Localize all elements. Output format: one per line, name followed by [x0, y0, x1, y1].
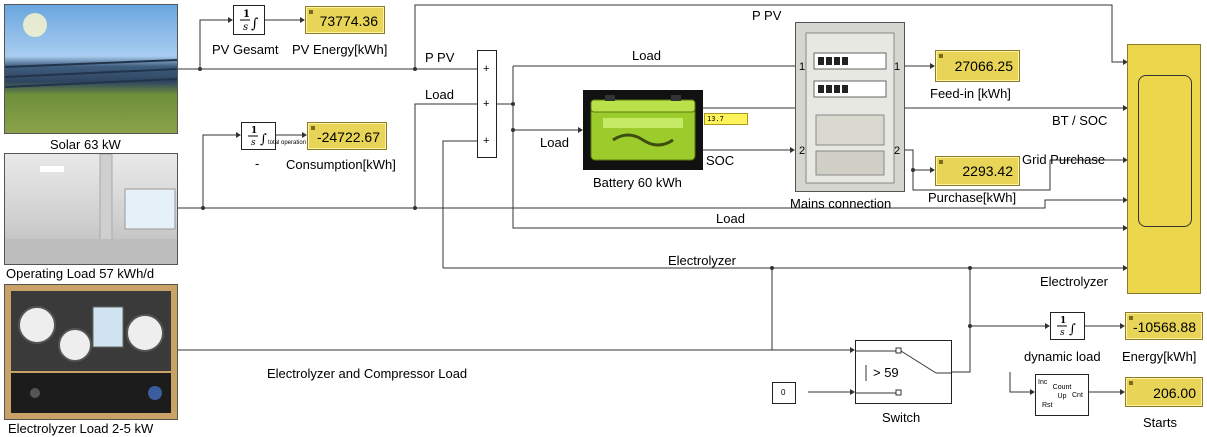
switch-block[interactable]: > 59 [855, 340, 952, 404]
sum-input-1: + [483, 63, 490, 75]
signal-grid-purchase: Grid Purchase [1022, 152, 1106, 167]
svg-text:∫: ∫ [260, 132, 267, 147]
mains-block[interactable]: 1 2 1 2 [795, 22, 905, 192]
svg-text:1: 1 [251, 126, 257, 136]
counter-rst: Rst [1042, 402, 1053, 409]
switch-icon [856, 347, 951, 396]
battery-port-soc: SOC [706, 153, 735, 168]
scope-screen-icon [1138, 75, 1192, 227]
switch-threshold: > 59 [873, 365, 899, 380]
operating-load-photo [4, 153, 178, 265]
mains-label: Mains connection [790, 196, 892, 211]
signal-load-mid: Load [716, 211, 745, 226]
mains-port-in2: 2 [799, 145, 806, 157]
svg-text:s: s [1060, 328, 1065, 338]
pv-energy-display: 73774.36 [305, 6, 385, 34]
signal-load-top: Load [632, 48, 661, 63]
consumption-display: -24722.67 [307, 122, 387, 150]
signal-bt-soc: BT / SOC [1052, 113, 1108, 128]
energy-display: -10568.88 [1125, 312, 1203, 340]
svg-text:s: s [251, 138, 256, 148]
signal-compressor-load: Electrolyzer and Compressor Load [267, 366, 468, 381]
starts-display: 206.00 [1125, 377, 1203, 407]
solar-photo [4, 4, 178, 134]
consumption-integrator-block[interactable]: 1 s ∫ [241, 122, 276, 150]
signal-p-pv-sum: P PV [425, 50, 455, 65]
svg-text:s: s [243, 22, 248, 33]
pv-energy-label: PV Energy[kWh] [292, 42, 388, 57]
sum-block[interactable]: + + + [477, 50, 497, 158]
switch-label: Switch [882, 410, 921, 425]
dynamic-integrator-label: dynamic load [1024, 349, 1101, 364]
mains-port-out1: 1 [894, 61, 901, 73]
counter-block[interactable]: Inc Rst Count Up Cnt [1035, 374, 1089, 416]
electrolyzer-photo [4, 284, 178, 420]
battery-icon [590, 95, 696, 161]
feed-in-label: Feed-in [kWh] [930, 86, 1011, 101]
energy-label: Energy[kWh] [1122, 349, 1197, 364]
signal-load-sum: Load [425, 87, 454, 102]
battery-block[interactable] [583, 90, 703, 170]
integrator-icon: 1 s ∫ [1057, 316, 1076, 338]
signal-p-pv-top: P PV [752, 8, 782, 23]
starts-label: Starts [1143, 415, 1177, 430]
battery-readout: 13.7 [704, 113, 748, 125]
sum-input-2: + [483, 98, 490, 110]
purchase-label: Purchase[kWh] [928, 190, 1017, 205]
svg-text:∫: ∫ [1069, 322, 1076, 337]
sum-input-3: + [483, 135, 490, 147]
operating-load-caption: Operating Load 57 kWh/d [6, 266, 155, 281]
svg-text:1: 1 [243, 9, 250, 20]
integrator-icon: 1 s ∫ [240, 9, 258, 33]
constant-block[interactable]: 0 [772, 382, 796, 404]
consumption-label: Consumption[kWh] [286, 157, 396, 172]
meter-icon [805, 32, 895, 184]
mains-port-out2: 2 [894, 145, 901, 157]
dynamic-integrator-block[interactable]: 1 s ∫ [1050, 312, 1085, 340]
constant-value: 0 [781, 388, 786, 397]
consumption-sublabel: total operation [268, 140, 307, 146]
svg-text:∫: ∫ [251, 16, 258, 32]
counter-cnt: Cnt [1072, 392, 1083, 399]
scope-block[interactable] [1127, 44, 1201, 294]
mains-port-in1: 1 [799, 61, 806, 73]
solar-caption: Solar 63 kW [50, 137, 121, 152]
pv-integrator-label: PV Gesamt [212, 42, 279, 57]
counter-title: Count Up [1052, 384, 1072, 400]
consumption-integrator-label: - [255, 156, 260, 171]
svg-text:1: 1 [1060, 316, 1066, 326]
pv-integrator-block[interactable]: 1 s ∫ [233, 5, 265, 35]
signal-electrolyzer-scope: Electrolyzer [1040, 274, 1108, 289]
signal-load-battery: Load [540, 135, 569, 150]
electrolyzer-caption: Electrolyzer Load 2-5 kW [8, 421, 154, 436]
feed-in-display: 27066.25 [935, 50, 1020, 82]
battery-label: Battery 60 kWh [593, 175, 682, 190]
purchase-display: 2293.42 [935, 156, 1020, 186]
signal-electrolyzer-mid: Electrolyzer [668, 253, 736, 268]
integrator-icon: 1 s ∫ [248, 126, 267, 148]
counter-inc: Inc [1038, 379, 1048, 386]
